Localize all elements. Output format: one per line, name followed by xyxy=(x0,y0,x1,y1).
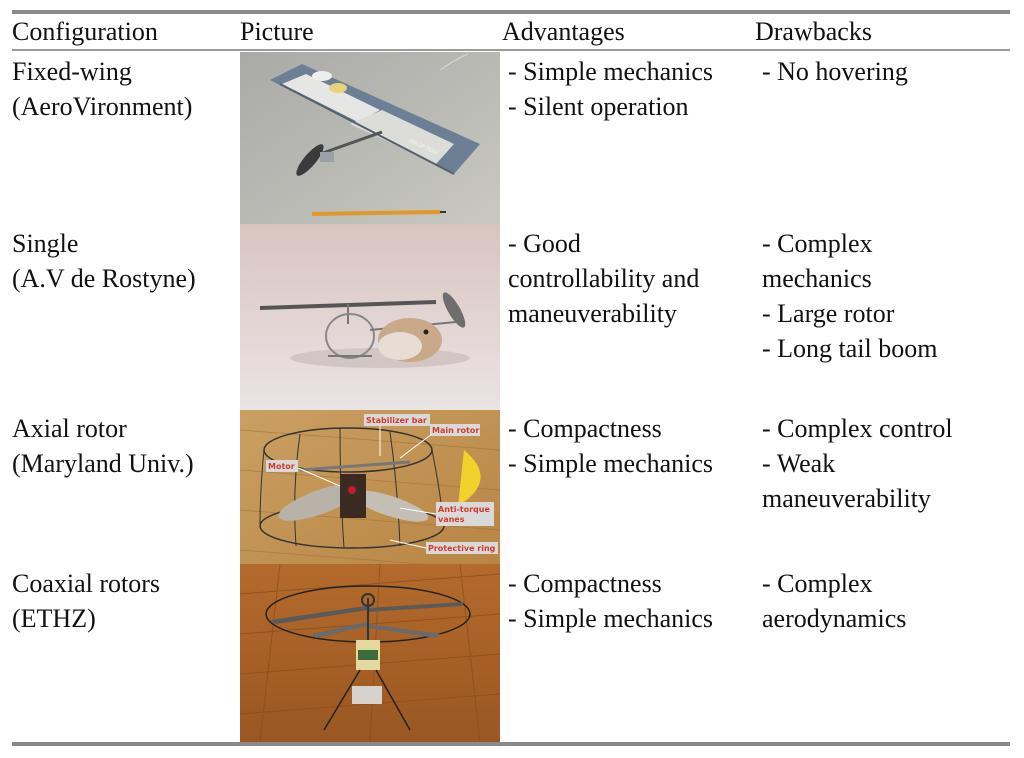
table-bottom-rule xyxy=(12,742,1010,746)
main-rotor-label: Main rotor xyxy=(432,426,479,435)
row-1-advantages: - Simple mechanics - Silent operation xyxy=(508,57,714,121)
fixed-wing-mav-photo: WASP MAV xyxy=(240,52,500,224)
row-3-advantages: - Compactness - Simple mechanics xyxy=(508,414,714,478)
row-4-drawbacks: - Complex aerodynamics xyxy=(762,569,907,633)
protective-ring-label: Protective ring xyxy=(428,544,496,553)
row-3-drawbacks: - Complex control - Weak maneuverability xyxy=(762,414,953,513)
row-4-advantages: - Compactness - Simple mechanics xyxy=(508,569,714,633)
header-configuration: Configuration xyxy=(12,17,158,46)
motor-label: Motor xyxy=(268,462,295,471)
anti-torque-label: Anti-torque xyxy=(438,505,490,514)
row-2-configuration: Single (A.V de Rostyne) xyxy=(12,229,196,293)
table-top-rule xyxy=(12,10,1010,14)
header-picture: Picture xyxy=(240,17,314,46)
header-advantages: Advantages xyxy=(502,17,625,46)
axial-rotor-photo: Stabilizer bar Main rotor Motor Anti-tor… xyxy=(240,410,500,564)
row-4-configuration: Coaxial rotors (ETHZ) xyxy=(12,569,161,633)
row-2-advantages: - Good controllability and maneuverabili… xyxy=(508,229,700,328)
row-2-drawbacks: - Complex mechanics - Large rotor - Long… xyxy=(762,229,938,363)
row-1-configuration: Fixed-wing (AeroVironment) xyxy=(12,57,193,121)
vanes-label: vanes xyxy=(438,515,465,524)
coaxial-rotors-photo xyxy=(240,564,500,742)
row-1-drawbacks: - No hovering xyxy=(762,57,908,86)
row-3-configuration: Axial rotor (Maryland Univ.) xyxy=(12,414,194,478)
stabilizer-bar-label: Stabilizer bar xyxy=(366,416,427,425)
single-rotor-helicopter-photo xyxy=(240,224,500,410)
header-drawbacks: Drawbacks xyxy=(755,17,872,46)
table-header-rule xyxy=(12,49,1010,51)
